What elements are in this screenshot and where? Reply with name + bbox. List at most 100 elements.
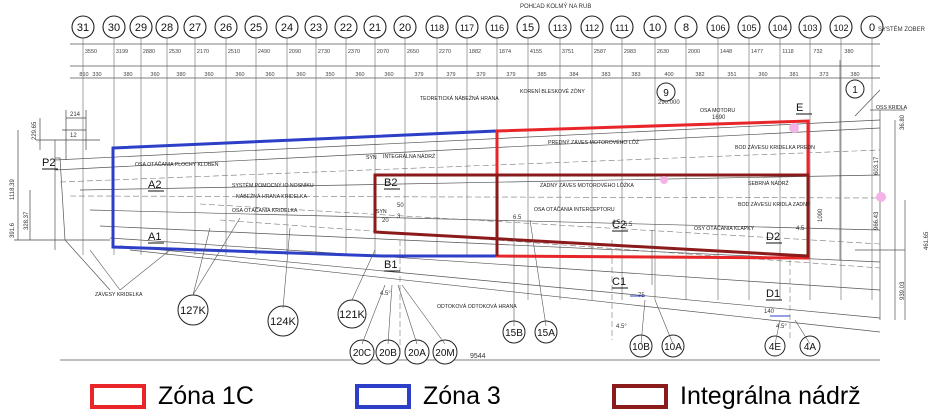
reference-circle <box>629 334 653 358</box>
dimension-value: 379 <box>476 72 485 78</box>
side-dim-right-4: 1090 <box>818 208 824 222</box>
dimension-value: 382 <box>695 72 704 78</box>
small-value-214: 214 <box>70 112 81 118</box>
dimension-value: 330 <box>92 72 101 78</box>
reference-label: 20C <box>353 348 371 359</box>
legend-item-zone-3: Zóna 3 <box>355 378 501 414</box>
reference-circle <box>656 82 676 102</box>
reference-circle <box>661 334 685 358</box>
value-angle-1: 4.5° <box>380 291 391 297</box>
frame-number: 10 <box>649 22 661 34</box>
dimension-value: 1118 <box>782 49 793 55</box>
value-4-5: 4.5 <box>612 220 621 226</box>
point-label: D1 <box>766 288 780 300</box>
dimension-value: 380 <box>176 72 185 78</box>
frame-number: 116 <box>490 23 504 33</box>
dimension-value: 380 <box>850 72 859 78</box>
dimension-value: 2000 <box>688 49 700 55</box>
legend-label-zone-3: Zóna 3 <box>423 381 501 410</box>
dimension-value: 2530 <box>169 49 181 55</box>
reference-circle <box>432 339 458 365</box>
reference-label: 15B <box>505 328 523 339</box>
dimension-value: 360 <box>758 72 767 78</box>
side-dim-left-1: 229.65 <box>32 121 38 140</box>
frame-number: 26 <box>220 22 232 34</box>
annotation-label: PREDNÝ ZÁVES MOTOROVÉHO LÔŽ <box>548 138 639 146</box>
dimension-value: 360 <box>150 72 159 78</box>
point-label: A1 <box>148 231 161 243</box>
dimension-value: 379 <box>506 72 515 78</box>
top-title: POHĽAD KOLMÝ NA RUB <box>520 3 591 10</box>
legend-swatch-integral-tank <box>612 383 668 409</box>
reference-circle <box>349 339 375 365</box>
annotation-label: BOD ZÁVESU KRIDLA ZADNÝ <box>738 201 811 208</box>
dimension-value: 2880 <box>143 49 155 55</box>
reference-label: 4A <box>804 342 817 353</box>
point-label: D2 <box>766 231 780 243</box>
dimension-value: 383 <box>601 72 610 78</box>
annotation-label: ZADNÝ ZÁVES MOTOROVÉHO LÔŽKA <box>540 181 634 189</box>
dimension-value: 379 <box>446 72 455 78</box>
dimension-value: 2650 <box>407 49 419 55</box>
dimension-value: 2630 <box>657 49 669 55</box>
system-note: SYSTÉM ZOBER <box>878 26 926 33</box>
annotation-label: NÁBEŽNÁ HRANA KRIDELKA <box>236 192 307 200</box>
dimension-value: 373 <box>819 72 828 78</box>
side-dim-right-5: 939.03 <box>900 281 906 300</box>
pink-marker <box>789 123 799 133</box>
value-50: 50 <box>397 203 404 209</box>
frame-number: 29 <box>135 22 147 34</box>
frame-number: 8 <box>683 22 689 34</box>
pink-marker <box>660 176 668 184</box>
dimension-value: 2170 <box>197 49 209 55</box>
annotation-label: KORENÍ BLESKOVÉ ZÓNY <box>520 88 585 95</box>
annotation-label: SEBRNÁ NÁDRŽ <box>748 179 789 187</box>
legend-swatch-zone-1c <box>90 383 146 409</box>
frame-number: 0 <box>869 22 875 34</box>
dimension-value: 351 <box>727 72 736 78</box>
value-20: 20 <box>382 218 389 224</box>
legend-item-zone-1c: Zóna 1C <box>90 378 254 414</box>
reference-circle <box>764 335 786 357</box>
reference-label: 10A <box>664 342 682 353</box>
reference-label: 10B <box>632 342 650 353</box>
side-dim-left-2: 1118.39 <box>10 179 16 200</box>
annotation-label: OSA OTÁČANIA PLOCHY KLOBEN <box>135 161 219 168</box>
dimension-value: 1882 <box>469 49 481 55</box>
frame-number: 104 <box>772 23 787 33</box>
annotation-label: OSA OTÁČANIA INTERCEPTORU <box>534 206 615 213</box>
annotation-label: ZÁVESY KRIDELKA <box>95 291 143 298</box>
frame-number: 103 <box>802 23 817 33</box>
side-dim-left-4: 328.37 <box>24 211 30 230</box>
frame-number: 28 <box>161 22 173 34</box>
dimension-value: 360 <box>204 72 213 78</box>
dimension-value: 360 <box>355 72 364 78</box>
side-dim-left-3: 391.6 <box>10 222 16 238</box>
frame-number: 118 <box>430 23 444 33</box>
annotation-label: SYN <box>366 155 377 161</box>
frame-number: 111 <box>615 23 629 33</box>
frame-number: 27 <box>189 22 201 34</box>
value-3: 3 <box>397 214 401 220</box>
zone-1c-outline <box>495 119 810 260</box>
value-angle-3: 4.5° <box>776 324 787 330</box>
dimension-value: 383 <box>631 72 640 78</box>
dimension-value: 350 <box>325 72 334 78</box>
dimension-value: 380 <box>844 49 853 55</box>
frame-number: 22 <box>340 22 352 34</box>
dimension-value: 1874 <box>499 49 511 55</box>
dashed-lines <box>59 149 881 350</box>
dimension-value: 385 <box>537 72 546 78</box>
frame-number: 117 <box>460 23 474 33</box>
frame-number: 23 <box>310 22 322 34</box>
side-dim-right-1: 36.80 <box>900 114 906 130</box>
dimension-value: 732 <box>813 49 822 55</box>
side-dim-right-6: 461.65 <box>924 231 930 250</box>
reference-label: 1 <box>852 85 858 96</box>
frame-number: 24 <box>281 22 293 34</box>
dimension-value: 2270 <box>439 49 451 55</box>
side-dim-right-2: 603.17 <box>874 156 880 175</box>
